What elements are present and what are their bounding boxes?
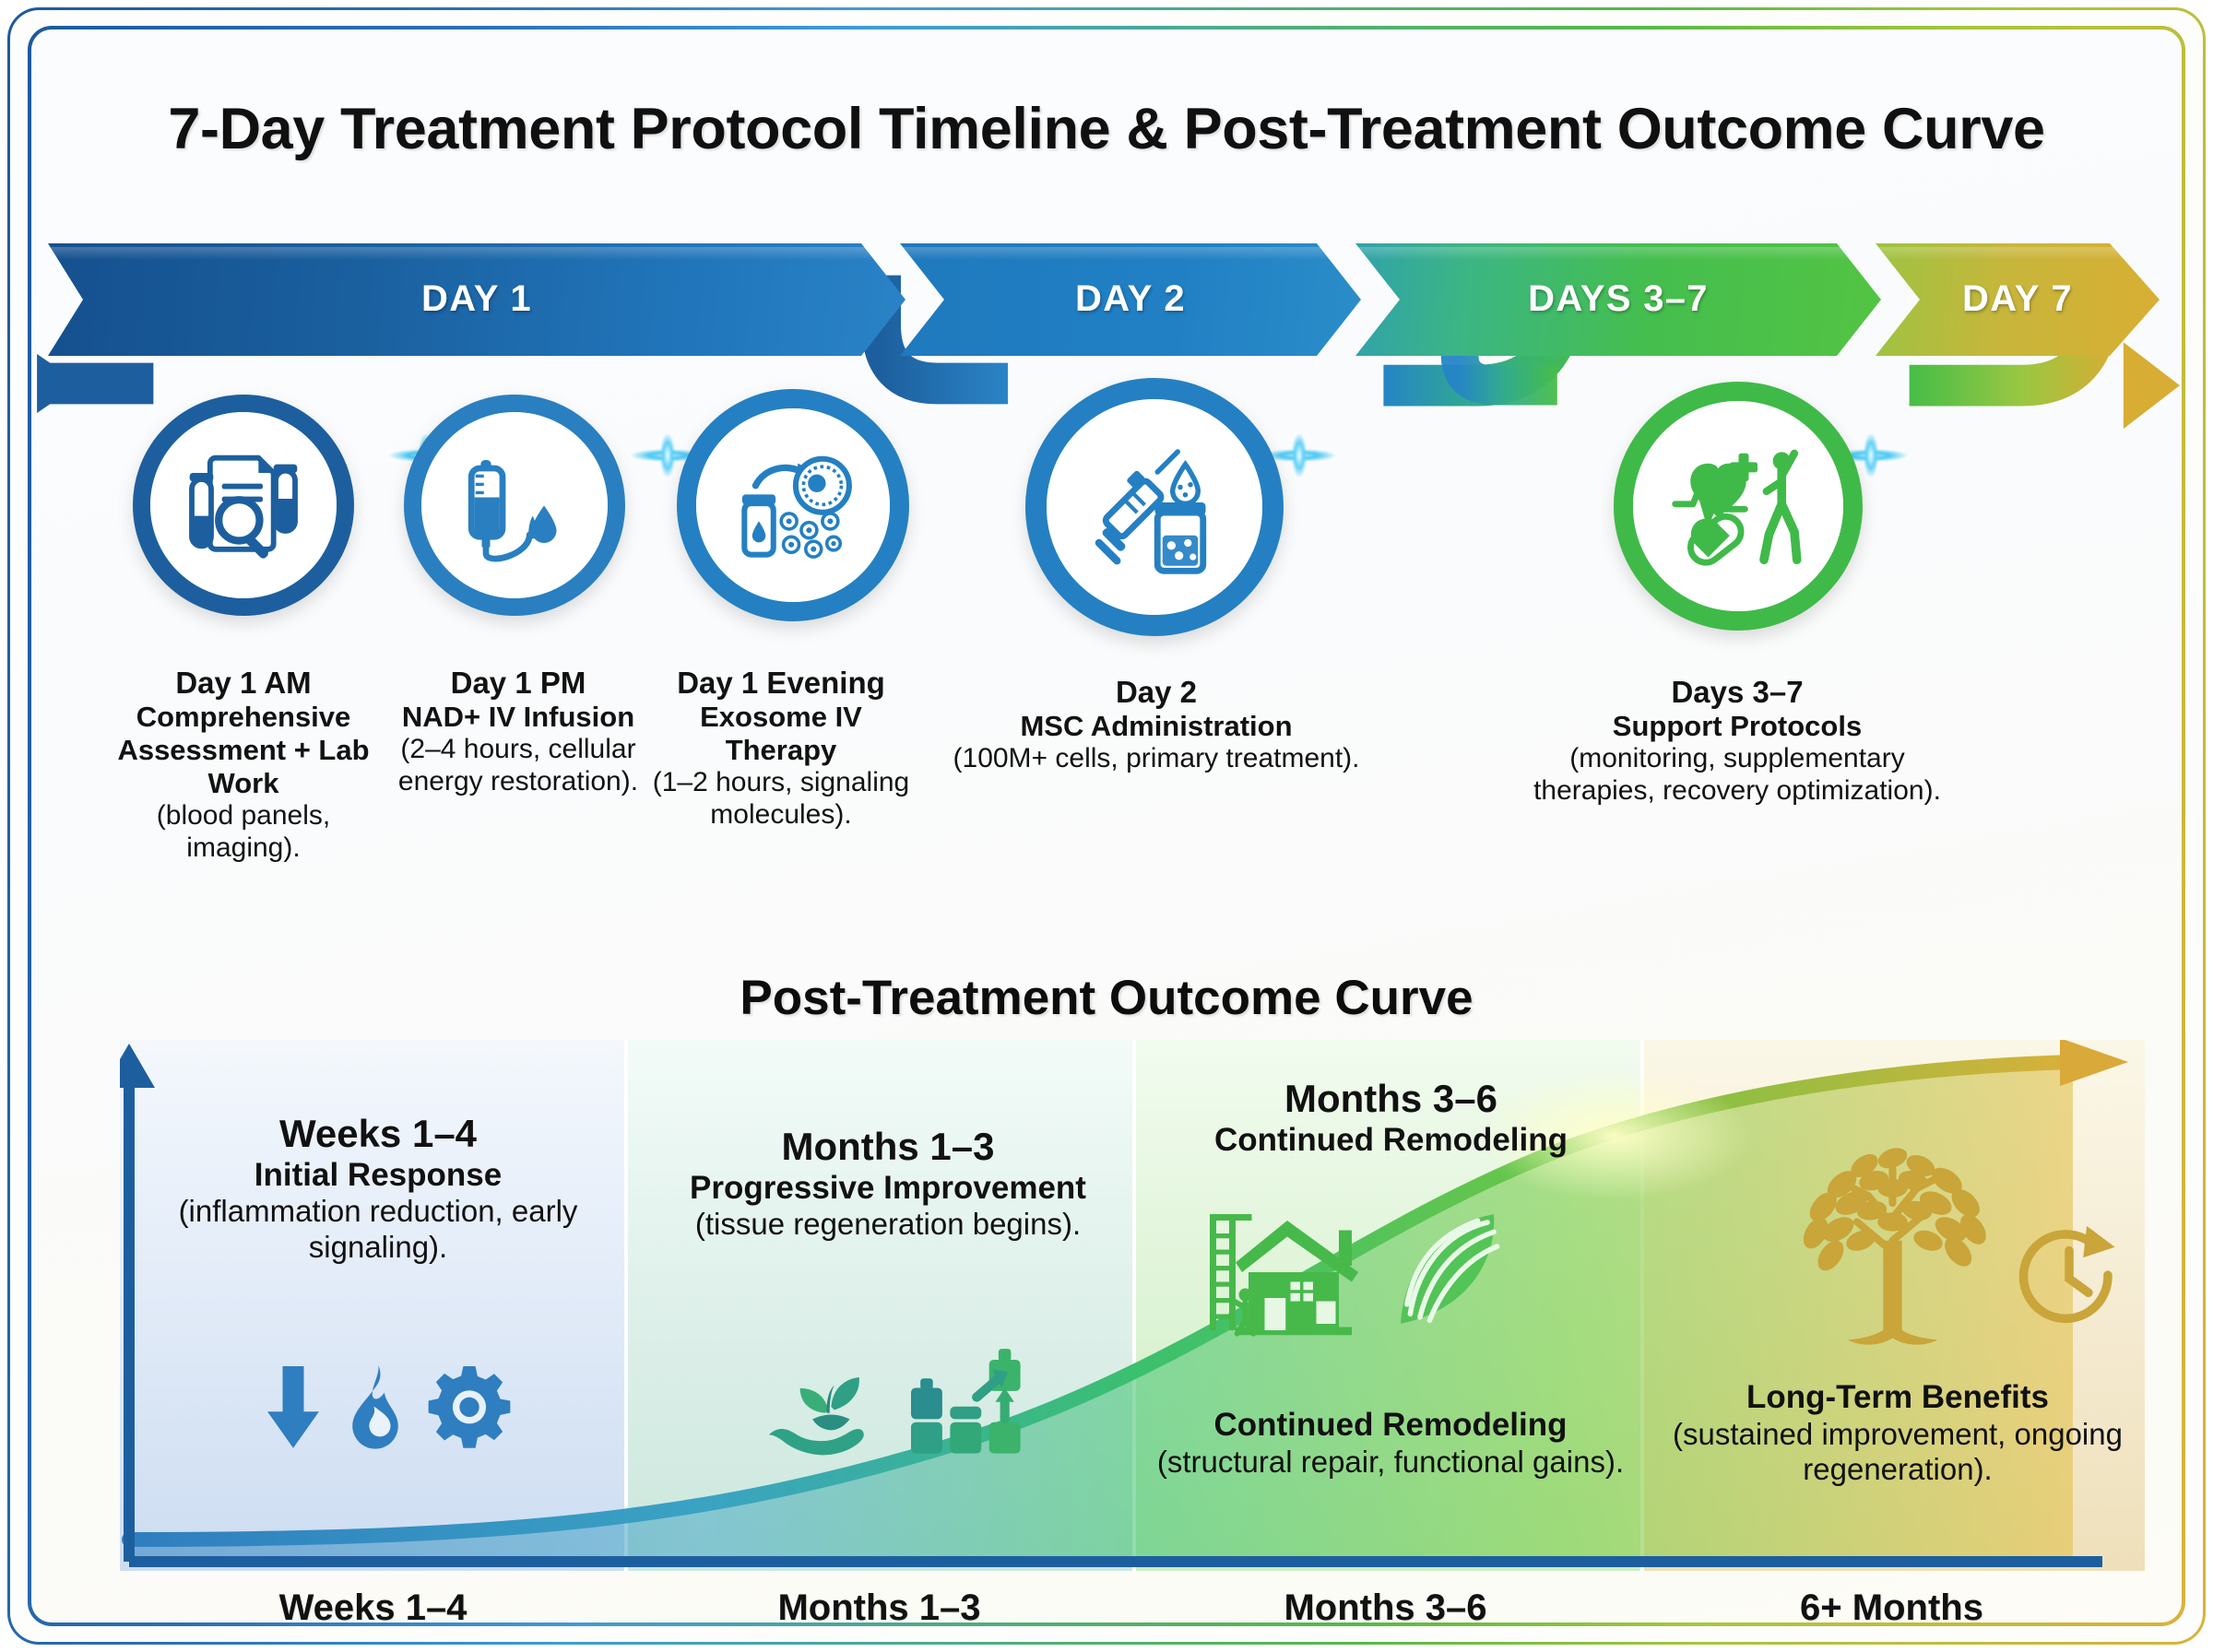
flame-icon xyxy=(352,1364,398,1449)
panel-months3-6-lower-detail: (structural repair, functional gains). xyxy=(1156,1444,1625,1479)
caption-day1-pm: Day 1 PM NAD+ IV Infusion (2–4 hours, ce… xyxy=(389,666,647,798)
outcome-zone-weeks1-4 xyxy=(120,1040,628,1571)
panel-months3-6-sub: Continued Remodeling xyxy=(1213,1121,1568,1158)
timeline-segment-day1[interactable]: DAY 1 xyxy=(48,243,905,356)
timeline-segment-day7[interactable]: DAY 7 xyxy=(1876,243,2160,356)
clock-arrow-head xyxy=(2083,1225,2115,1258)
lab-report-test-tubes-magnifier-icon xyxy=(189,454,298,559)
outcome-axis-labels: Weeks 1–4 Months 1–3 Months 3–6 6+ Month… xyxy=(120,1587,2145,1622)
outcome-curve-title: Post-Treatment Outcome Curve xyxy=(740,971,1473,1025)
panel-6plus-text: Long-Term Benefits (sustained improvemen… xyxy=(1649,1379,2147,1487)
outcome-curve-svg xyxy=(120,1040,2128,1567)
infographic-canvas: 7-Day Treatment Protocol Timeline & Post… xyxy=(31,30,2182,1622)
outcome-curve-arrowhead xyxy=(2060,1040,2128,1086)
timeline-segment-day7-label: DAY 7 xyxy=(1962,277,2073,319)
house-scaffold-icon xyxy=(1210,1214,1358,1337)
exosome-vial-cell-icon xyxy=(740,455,852,559)
outcome-curve-chart: Weeks 1–4 Initial Response (inflammation… xyxy=(120,1040,2145,1571)
node-day2[interactable] xyxy=(1025,378,1284,636)
panel-6plus-detail: (sustained improvement, ongoing regenera… xyxy=(1673,1416,2123,1486)
page-title: 7-Day Treatment Protocol Timeline & Post… xyxy=(168,97,2045,161)
node-day1-pm[interactable] xyxy=(404,395,625,616)
timeline-segment-days3-7-label: DAYS 3–7 xyxy=(1528,277,1709,319)
down-arrow-icon xyxy=(267,1366,319,1448)
caption-day1-evening-sub: Exosome IV Therapy xyxy=(700,701,862,767)
caption-days3-7-detail: (monitoring, supplementary therapies, re… xyxy=(1533,743,1941,807)
hand-sprout-icon xyxy=(768,1377,864,1456)
caption-day1-pm-detail: (2–4 hours, cellular energy restoration)… xyxy=(397,734,639,797)
inner-frame: 7-Day Treatment Protocol Timeline & Post… xyxy=(28,26,2185,1626)
clock-arrow-icon xyxy=(2018,1225,2115,1324)
timeline-segment-days3-7[interactable]: DAYS 3–7 xyxy=(1355,243,1881,356)
caption-day1-evening-detail: (1–2 hours, signaling molecules). xyxy=(652,767,910,830)
node-day1-am[interactable] xyxy=(133,395,354,616)
caption-day2: Day 2 MSC Administration (100M+ cells, p… xyxy=(940,675,1373,775)
caption-days3-7-head: Days 3–7 xyxy=(1671,675,1804,709)
panel-weeks1-4-detail: (inflammation reduction, early signaling… xyxy=(178,1194,578,1264)
panel-weeks1-4-sub: Initial Response xyxy=(254,1156,503,1193)
caption-day2-detail: (100M+ cells, primary treatment). xyxy=(953,743,1360,774)
growth-bars-icon xyxy=(911,1349,1021,1454)
tree-icon xyxy=(1803,1148,1986,1345)
timeline-segment-day2-label: DAY 2 xyxy=(1075,277,1186,319)
outcome-curve-line xyxy=(122,1055,2080,1547)
node-days3-7[interactable] xyxy=(1614,382,1863,631)
axis-label-6plus: 6+ Months xyxy=(1800,1587,1983,1622)
panel-months3-6-lower-text: Continued Remodeling (structural repair,… xyxy=(1138,1407,1643,1480)
axis-label-months1-3: Months 1–3 xyxy=(777,1587,981,1622)
panel-weeks1-4-head: Weeks 1–4 xyxy=(278,1112,478,1155)
iv-drip-bag-icon xyxy=(467,459,556,561)
muscle-fiber-icon xyxy=(1400,1214,1500,1324)
panel-months1-3-icons xyxy=(765,1344,1027,1457)
panel-weeks1-4-icons xyxy=(263,1364,512,1451)
caption-day2-sub: MSC Administration xyxy=(1020,710,1293,743)
timeline-banner: DAY 1 DAY 2 DAYS 3–7 DAY 7 xyxy=(48,243,2160,356)
panel-6plus-icons xyxy=(1789,1139,2125,1372)
panel-months3-6-icons xyxy=(1203,1208,1513,1337)
syringe-vial-icon xyxy=(1095,448,1206,574)
y-axis-arrowhead xyxy=(120,1044,155,1088)
gear-icon xyxy=(428,1366,511,1448)
node-day1-evening[interactable] xyxy=(677,389,909,621)
caption-day1-am-detail: (blood panels, imaging). xyxy=(156,800,331,863)
panel-months1-3-sub: Progressive Improvement xyxy=(690,1169,1086,1206)
caption-days3-7: Days 3–7 Support Protocols (monitoring, … xyxy=(1507,675,1968,808)
panel-months3-6-text: Months 3–6 Continued Remodeling xyxy=(1140,1077,1642,1159)
panel-months3-6-lower-sub: Continued Remodeling xyxy=(1213,1407,1568,1443)
curve-transition-glow xyxy=(1475,1071,1752,1200)
caption-day1-pm-sub: NAD+ IV Infusion xyxy=(401,701,635,734)
panel-months3-6-head: Months 3–6 xyxy=(1284,1077,1498,1120)
node-connector-glow-3 xyxy=(1262,449,1336,462)
axis-label-months3-6: Months 3–6 xyxy=(1284,1587,1487,1622)
timeline-segment-day1-label: DAY 1 xyxy=(421,277,532,319)
caption-day1-am-sub: Comprehensive Assessment + Lab Work xyxy=(117,701,370,800)
axis-label-weeks1-4: Weeks 1–4 xyxy=(278,1587,467,1622)
timeline-segment-day2[interactable]: DAY 2 xyxy=(900,243,1361,356)
caption-day1-am: Day 1 AM Comprehensive Assessment + Lab … xyxy=(105,666,382,865)
caption-day1-evening-head: Day 1 Evening xyxy=(677,666,885,700)
panel-months1-3-head: Months 1–3 xyxy=(781,1125,995,1168)
caption-day1-evening: Day 1 Evening Exosome IV Therapy (1–2 ho… xyxy=(647,666,915,832)
caption-day2-head: Day 2 xyxy=(1115,675,1198,709)
panel-months1-3-detail: (tissue regeneration begins). xyxy=(694,1207,1082,1242)
caption-day1-am-head: Day 1 AM xyxy=(175,666,312,700)
panel-weeks1-4-text: Weeks 1–4 Initial Response (inflammation… xyxy=(138,1112,618,1265)
panel-months1-3-text: Months 1–3 Progressive Improvement (tiss… xyxy=(630,1125,1146,1243)
panel-6plus-sub: Long-Term Benefits xyxy=(1746,1379,2049,1415)
caption-days3-7-sub: Support Protocols xyxy=(1612,710,1863,743)
heart-ecg-pill-exercise-icon xyxy=(1671,449,1802,566)
caption-day1-pm-head: Day 1 PM xyxy=(450,666,586,700)
